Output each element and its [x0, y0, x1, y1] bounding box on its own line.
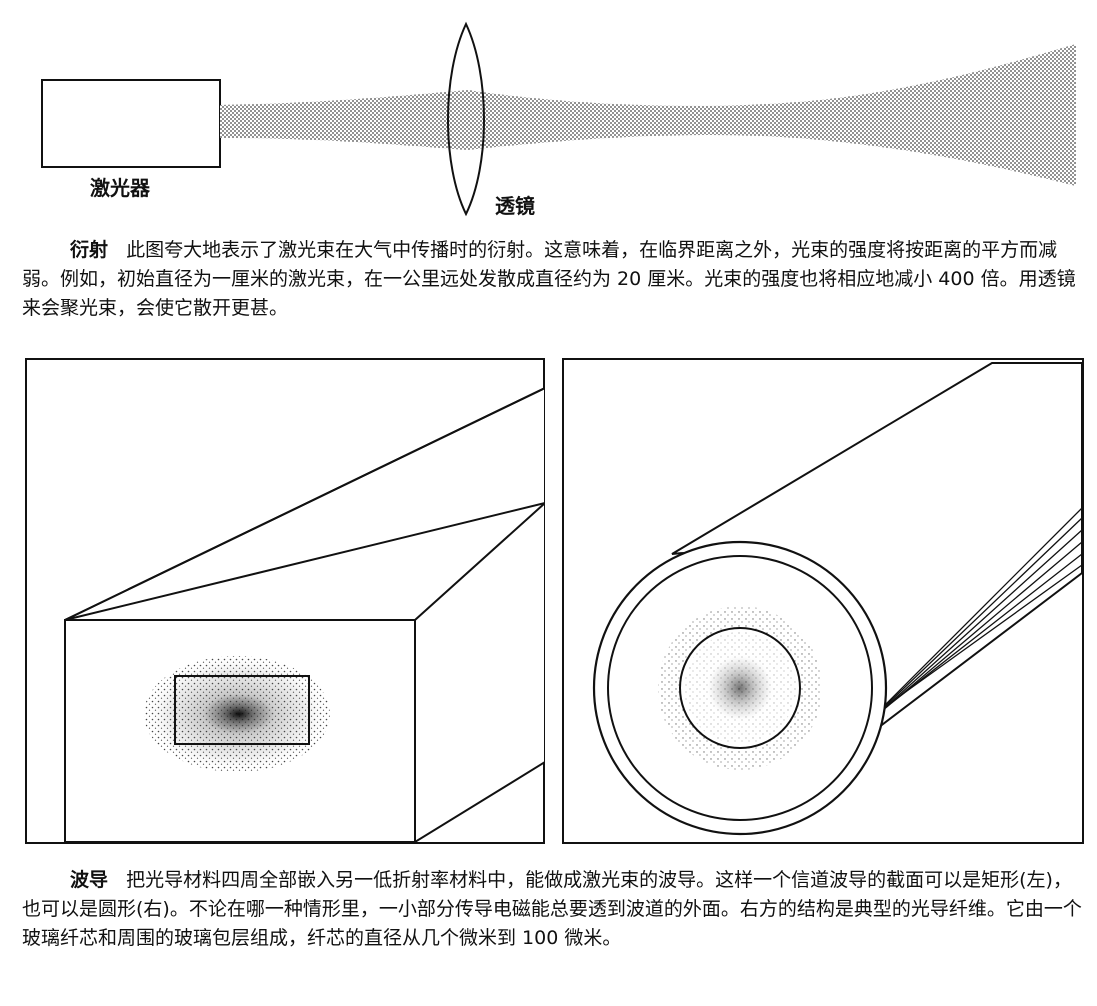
- optical-fiber-figure: [562, 358, 1084, 844]
- laser-beam: [220, 44, 1076, 186]
- lens-shape: [447, 21, 485, 217]
- core-intensity: [199, 692, 279, 736]
- diffraction-caption-text: 此图夸大地表示了激光束在大气中传播时的衍射。这意味着，在临界距离之外，光束的强度…: [22, 239, 1076, 319]
- laser-label: 激光器: [90, 176, 150, 200]
- diffraction-caption: 衍射 此图夸大地表示了激光束在大气中传播时的衍射。这意味着，在临界距离之外，光束…: [22, 236, 1082, 323]
- laser-box: [41, 79, 221, 168]
- rectangular-core: [174, 675, 310, 745]
- waveguide-caption-title: 波导: [70, 869, 109, 891]
- waveguide-caption: 波导 把光导材料四周全部嵌入另一低折射率材料中，能做成激光束的波导。这样一个信道…: [22, 866, 1082, 953]
- lens-label: 透镜: [495, 194, 535, 218]
- rectangular-waveguide-figure: [25, 358, 545, 844]
- diffraction-figure: [41, 21, 1076, 217]
- waveguide-caption-text: 把光导材料四周全部嵌入另一低折射率材料中，能做成激光束的波导。这样一个信道波导的…: [22, 869, 1082, 949]
- diffraction-caption-title: 衍射: [70, 239, 109, 261]
